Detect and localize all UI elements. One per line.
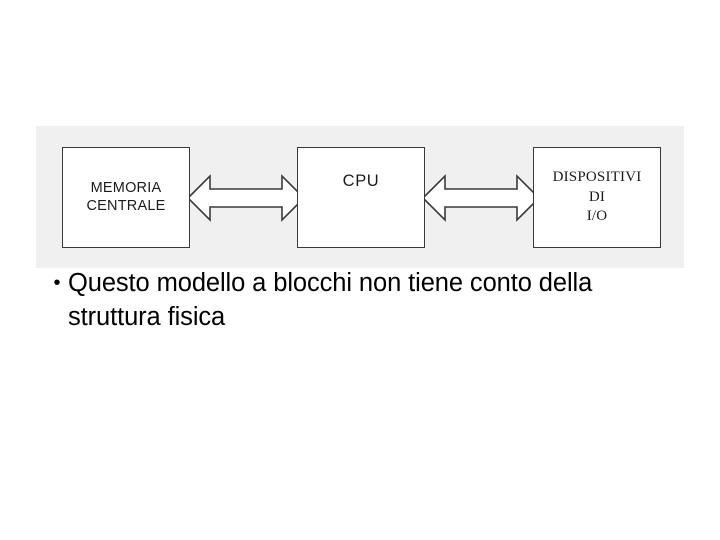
double-arrow-memoria-cpu-icon xyxy=(186,172,306,224)
block-dispositivi-io: DISPOSITIVI DI I/O xyxy=(533,147,661,248)
block-memoria-centrale-label: MEMORIA CENTRALE xyxy=(86,180,166,214)
bullet-marker-icon: • xyxy=(53,272,61,294)
double-arrow-cpu-io-icon xyxy=(421,172,541,224)
diagram-panel: MEMORIA CENTRALE CPU DISPOSITIVI DI I/O xyxy=(36,126,684,268)
bullet-text: Questo modello a blocchi non tiene conto… xyxy=(68,269,593,331)
block-dispositivi-io-label: DISPOSITIVI DI I/O xyxy=(552,168,642,225)
block-cpu: CPU xyxy=(297,147,425,248)
bullet-list: • Questo modello a blocchi non tiene con… xyxy=(40,266,680,334)
list-item: • Questo modello a blocchi non tiene con… xyxy=(40,266,680,334)
block-cpu-label: CPU xyxy=(342,172,380,190)
block-memoria-centrale: MEMORIA CENTRALE xyxy=(62,147,190,248)
